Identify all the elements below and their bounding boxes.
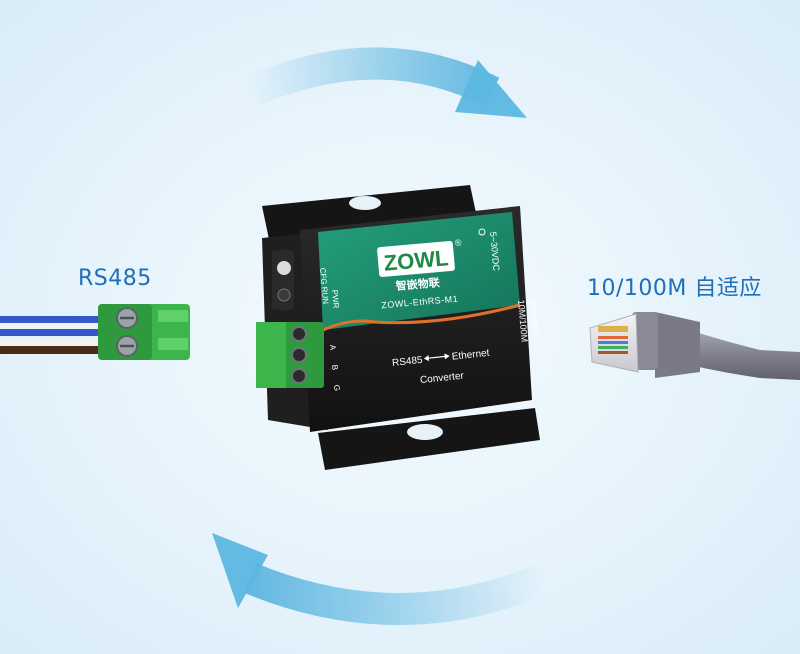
converter-text: Converter (420, 371, 465, 387)
rs485-wires (0, 316, 110, 354)
pwr-led-label: PWR (330, 289, 341, 309)
power-rating: 5~30VDC (488, 231, 501, 271)
terminal-block-plug (98, 304, 190, 360)
pin-g: G (332, 384, 342, 391)
ethernet-text: Ethernet (451, 348, 490, 363)
pin-b: B (330, 364, 339, 370)
ethernet-port-label: Ethernet (528, 299, 541, 334)
top-flow-arrow (243, 47, 527, 118)
rs485-text: RS485 (392, 355, 424, 369)
ethernet-cable (589, 312, 800, 380)
bottom-flow-arrow (212, 533, 552, 625)
rs485-ethernet-converter: ZOWL ® 智嵌物联 ZOWL-EthRS-M1 5~30VDC Ethern… (256, 185, 541, 470)
device-terminal-block (256, 322, 324, 388)
rs485-label: RS485 (78, 266, 152, 291)
pin-a: A (328, 344, 337, 351)
ethernet-speed-label: 10/100M 自适应 (587, 276, 762, 301)
registered-mark: ® (454, 237, 462, 248)
brand-chinese: 智嵌物联 (395, 275, 440, 293)
ethernet-speed: 10M/100M (516, 299, 530, 342)
brand-logo: ZOWL (383, 245, 450, 276)
cfg-run-label: CFG RUN (318, 267, 330, 304)
